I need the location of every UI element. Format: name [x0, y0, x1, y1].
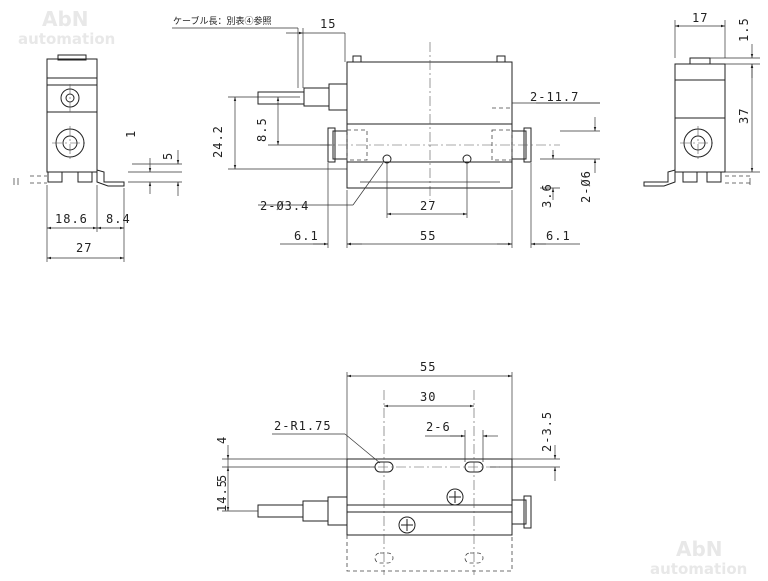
dim-height-port: 8.5 — [255, 117, 269, 142]
dim-bottom-width: 55 — [420, 360, 436, 374]
watermark-brand: AbN — [676, 537, 723, 561]
left-mount-plate — [96, 169, 125, 187]
dim-slot-radius: 2-R1.75 — [274, 419, 332, 433]
cable-length-note: ケーブル長：別表④参照 — [173, 15, 271, 27]
bottom-view: 55 30 2-6 2-R1.75 2-3.5 4 5 14.5 — [215, 360, 560, 575]
cable-gland — [328, 83, 348, 111]
dim-hole-pitch: 27 — [420, 199, 436, 213]
cable — [257, 91, 305, 105]
watermark-top-left: AbN automation — [18, 7, 115, 48]
screw-lower — [398, 516, 416, 534]
dim-height-total: 24.2 — [211, 125, 225, 158]
left-side-view: 18.6 8.4 27 1 5 — [13, 54, 182, 262]
right-side-view: 17 1.5 37 — [643, 11, 760, 187]
watermark-sub: automation — [18, 30, 115, 48]
dim-hole-height: 3.6 — [540, 183, 554, 208]
watermark-sub: automation — [650, 560, 747, 578]
watermark-brand: AbN — [42, 7, 89, 31]
dim-port-pitch-hole: 2-11.7 — [530, 90, 579, 104]
dim-port-diameter: 2-Ø6 — [579, 170, 593, 203]
dim-base-a: 18.6 — [55, 212, 88, 226]
left-cable-box — [46, 84, 98, 113]
dim-left-plate: 5 — [161, 152, 175, 160]
dim-slot-pitch: 30 — [420, 390, 436, 404]
dim-cable-offset: 15 — [320, 17, 336, 31]
dim-slot-offset: 2-3.5 — [540, 411, 554, 452]
dim-right-height: 37 — [737, 108, 751, 124]
dim-base-total: 27 — [76, 241, 92, 255]
dim-left-small: 1 — [124, 130, 138, 138]
dim-base-b: 8.4 — [106, 212, 131, 226]
dim-right-width: 17 — [692, 11, 708, 25]
dim-mount-hole: 2-Ø3.4 — [260, 199, 309, 213]
dim-port-left: 6.1 — [294, 229, 319, 243]
bottom-cable — [257, 504, 304, 518]
dim-height-b: 5 — [215, 474, 229, 482]
dim-height-c: 14.5 — [215, 479, 229, 512]
right-mount-plate — [643, 169, 676, 187]
dim-height-a: 4 — [215, 436, 229, 444]
left-body — [46, 58, 98, 173]
dim-body-width: 55 — [420, 229, 436, 243]
dim-port-right: 6.1 — [546, 229, 571, 243]
watermark-bottom-right: AbN automation — [650, 537, 747, 578]
dim-slot-length: 2-6 — [426, 420, 451, 434]
screw-upper — [446, 488, 464, 506]
front-body — [346, 61, 513, 189]
dim-right-top-gap: 1.5 — [737, 17, 751, 42]
left-top-cap — [57, 54, 87, 61]
front-view: ケーブル長：別表④参照 15 — [172, 15, 600, 248]
bottom-body — [346, 458, 513, 536]
